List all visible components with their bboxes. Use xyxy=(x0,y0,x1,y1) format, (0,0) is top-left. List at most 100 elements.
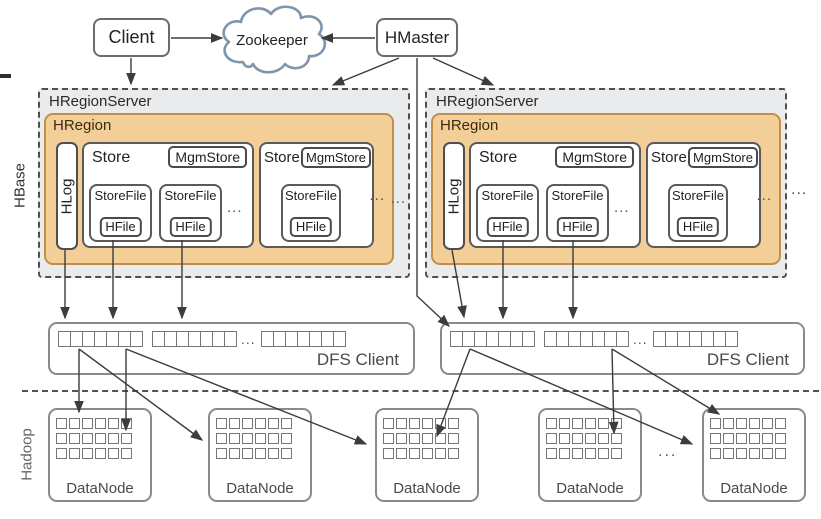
block-square xyxy=(572,418,583,429)
block-square xyxy=(121,448,132,459)
storefile-box: StoreFile HFile xyxy=(668,184,728,242)
hfile-box: HFile xyxy=(99,217,142,237)
block-square xyxy=(383,448,394,459)
hadoop-section-label: Hadoop xyxy=(18,428,36,481)
datanode-5: DataNode xyxy=(702,408,806,502)
block-square xyxy=(281,448,292,459)
block-square xyxy=(546,418,557,429)
block-square xyxy=(724,331,738,347)
hlog-box: HLog xyxy=(443,142,465,250)
block-square xyxy=(422,448,433,459)
block-row xyxy=(383,448,459,459)
store-small: Store MgmStore StoreFile HFile xyxy=(646,142,761,248)
block-square xyxy=(95,448,106,459)
hfile-box: HFile xyxy=(676,217,720,237)
block-row xyxy=(56,418,132,429)
block-square xyxy=(108,418,119,429)
block-group xyxy=(450,331,535,347)
block-square xyxy=(572,433,583,444)
block-square xyxy=(383,433,394,444)
block-grid xyxy=(56,418,132,459)
block-square xyxy=(723,433,734,444)
hlog-label: HLog xyxy=(58,178,76,214)
client-node: Client xyxy=(93,18,170,57)
more-regions-ellipsis: ... xyxy=(390,190,406,207)
block-square xyxy=(216,418,227,429)
block-square xyxy=(585,433,596,444)
storefile-label: StoreFile xyxy=(481,188,534,203)
store-large: Store MgmStore StoreFile HFile StoreFile… xyxy=(82,142,254,248)
block-square xyxy=(710,418,721,429)
block-square xyxy=(82,418,93,429)
more-regionservers-ellipsis: ... xyxy=(791,181,808,198)
storefile-box: StoreFile HFile xyxy=(281,184,341,242)
block-square xyxy=(383,418,394,429)
block-square xyxy=(572,448,583,459)
hmaster-node: HMaster xyxy=(376,18,458,57)
block-square xyxy=(242,433,253,444)
block-group xyxy=(152,331,237,347)
block-square xyxy=(611,418,622,429)
storefile-label: StoreFile xyxy=(671,188,725,203)
block-square xyxy=(255,433,266,444)
arrow-hmaster-to-regionserver1 xyxy=(331,57,400,86)
storefile-label: StoreFile xyxy=(284,188,338,203)
store-title: Store xyxy=(92,149,131,166)
datanode-label: DataNode xyxy=(556,480,624,497)
storefile-box: StoreFile HFile xyxy=(476,184,539,242)
hregion-title: HRegion xyxy=(440,117,499,134)
more-blocks-ellipsis: ... xyxy=(633,331,648,347)
hfile-box: HFile xyxy=(169,217,212,237)
store-title: Store xyxy=(651,149,687,166)
block-square xyxy=(242,448,253,459)
block-square xyxy=(749,418,760,429)
block-square xyxy=(56,433,67,444)
block-square xyxy=(229,448,240,459)
block-square xyxy=(435,418,446,429)
block-row xyxy=(383,433,459,444)
more-datanodes-ellipsis: ... xyxy=(658,443,678,460)
block-square xyxy=(255,448,266,459)
block-group xyxy=(652,331,738,347)
block-square xyxy=(422,433,433,444)
block-square xyxy=(121,418,132,429)
hregionserver-title: HRegionServer xyxy=(436,93,539,110)
block-row xyxy=(216,418,292,429)
hregion-title: HRegion xyxy=(53,117,112,134)
block-square xyxy=(775,433,786,444)
hbase-section-label: HBase xyxy=(11,162,29,209)
hregionserver-2: HRegionServer HRegion HLog Store MgmStor… xyxy=(425,88,787,278)
storefile-box: StoreFile HFile xyxy=(546,184,609,242)
zookeeper-cloud: Zookeeper xyxy=(222,5,327,74)
block-row xyxy=(710,433,786,444)
block-row xyxy=(546,418,622,429)
block-square xyxy=(216,433,227,444)
mgmstore-box: MgmStore xyxy=(301,147,371,168)
block-square xyxy=(736,418,747,429)
block-square xyxy=(409,448,420,459)
block-strip: ... xyxy=(58,331,346,347)
zookeeper-label: Zookeeper xyxy=(236,32,308,49)
block-square xyxy=(422,418,433,429)
block-square xyxy=(522,331,535,347)
block-square xyxy=(95,418,106,429)
block-row xyxy=(546,433,622,444)
hfile-box: HFile xyxy=(486,217,529,237)
block-row xyxy=(56,433,132,444)
block-grid xyxy=(383,418,459,459)
block-square xyxy=(448,448,459,459)
block-group xyxy=(58,331,143,347)
block-row xyxy=(56,448,132,459)
block-row xyxy=(216,448,292,459)
dfs-client-label: DFS Client xyxy=(316,350,399,369)
block-square xyxy=(108,448,119,459)
block-square xyxy=(69,433,80,444)
block-square xyxy=(396,418,407,429)
block-square xyxy=(95,433,106,444)
block-row xyxy=(546,448,622,459)
section-divider-tick xyxy=(0,74,11,78)
hlog-box: HLog xyxy=(56,142,78,250)
block-square xyxy=(229,418,240,429)
block-square xyxy=(435,433,446,444)
block-square xyxy=(281,418,292,429)
